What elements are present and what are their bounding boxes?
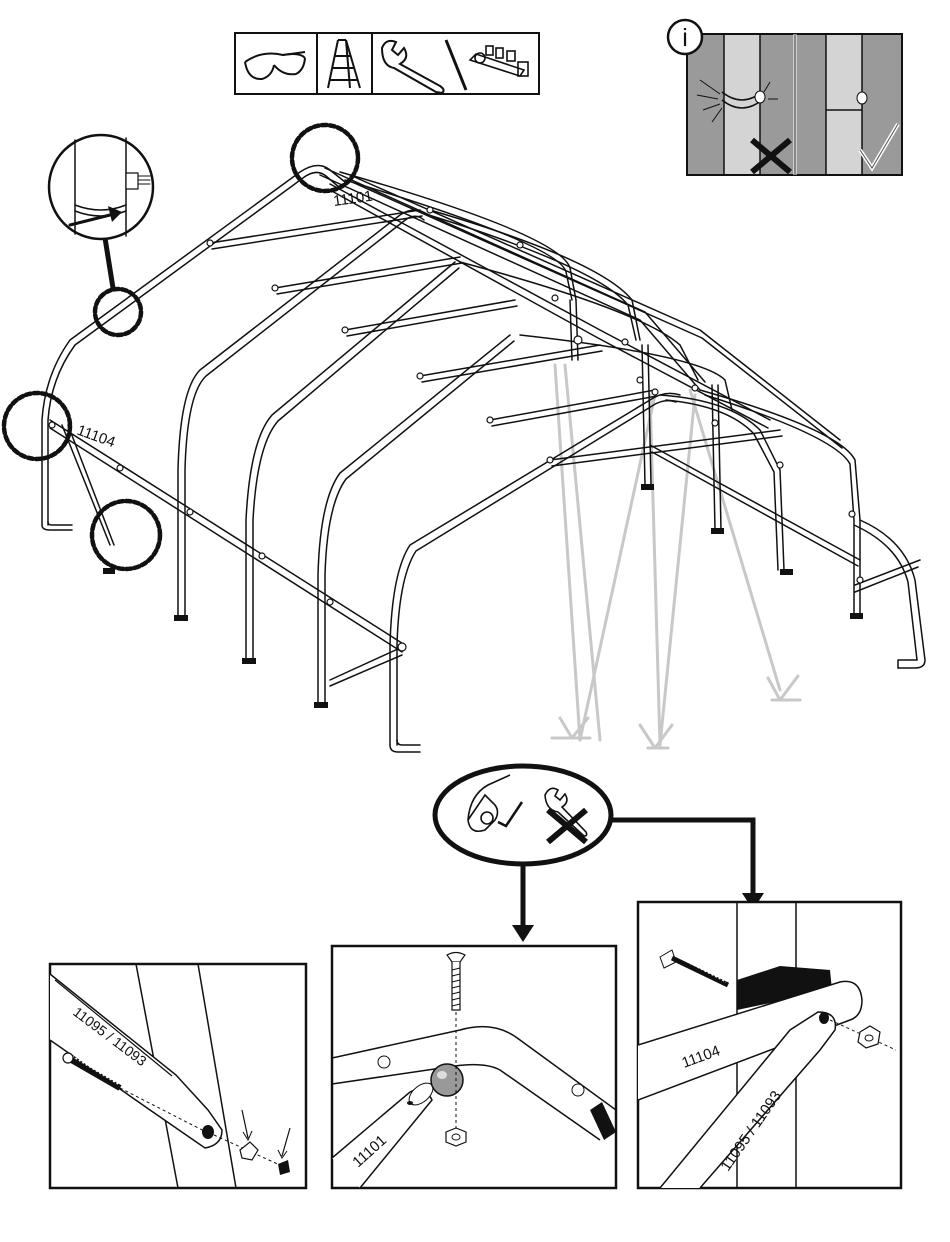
detail-brace-end-bolt: 11095 / 11093 (50, 964, 306, 1188)
info-glyph: i (682, 24, 688, 52)
highlight-brace-foot (92, 501, 160, 569)
guy-cables (552, 365, 800, 748)
joint-bolts (49, 207, 863, 651)
arch-pipes (42, 165, 925, 752)
tent-frame-drawing: 11101 11104 (4, 125, 925, 752)
required-tools-box (235, 33, 539, 94)
highlight-ridge-joint (292, 125, 358, 191)
detail-ridge-joint: 11101 (332, 946, 616, 1188)
highlight-arch-joint (95, 289, 141, 335)
part-label-11101: 11101 (332, 188, 373, 210)
zoom-callout (49, 135, 153, 288)
part-label-11104: 11104 (75, 422, 118, 451)
info-comparison-box: i (668, 20, 902, 175)
foot-plates (103, 484, 863, 708)
detail-side-bar-joint: 11104 11095 / 11093 (638, 902, 901, 1188)
